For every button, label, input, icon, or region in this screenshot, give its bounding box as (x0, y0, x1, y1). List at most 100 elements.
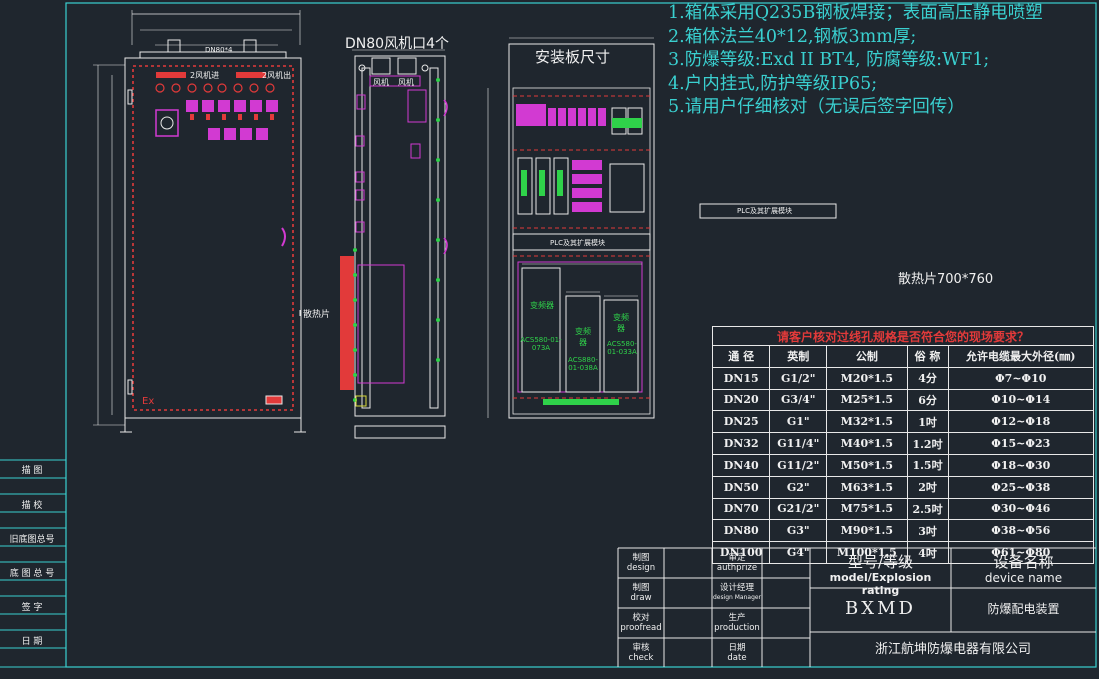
table-cell: G21/2" (769, 497, 828, 521)
table-cell: 2吋 (906, 475, 949, 499)
tb-design-manager-cn: 设计经理 (719, 583, 754, 593)
tb-draw-en: draw (630, 593, 652, 603)
tb-proofread-en: proofread (620, 623, 662, 633)
table-cell: Φ18~Φ30 (947, 453, 1095, 477)
tb-design-en: design (626, 563, 656, 573)
tb-model-value: BXMD (845, 598, 916, 619)
heatsink-size-label: 散热片700*760 (898, 272, 994, 287)
table-cell: G3" (769, 519, 828, 543)
tb-model-cn: 型号/等级 (847, 553, 914, 571)
dn80-front-label: DN80*4 (205, 46, 233, 54)
table-cell: 1.5吋 (906, 453, 949, 477)
fan-out-label: 2风机出 (262, 71, 292, 80)
table-cell: M100*1.5 (826, 541, 908, 564)
tb-design-cn: 制图 (632, 553, 650, 563)
fan-outlets-label: DN80风机口4个 (345, 36, 449, 52)
table-cell: M63*1.5 (826, 475, 908, 499)
note-3: 3.防爆等级:Exd II BT4, 防腐等级:WF1; (668, 50, 990, 70)
table-cell: 1吋 (906, 410, 949, 434)
side-label-trace: 描 图 (21, 466, 43, 476)
spec-warning: 请客户核对过线孔规格是否符合您的现场要求？ (712, 326, 1094, 346)
tb-production-cn: 生产 (728, 613, 746, 623)
ex-mark: Ex (142, 396, 155, 407)
note-4: 4.户内挂式,防护等级IP65; (668, 73, 878, 94)
drawing-frame (65, 2, 1097, 668)
mounting-plate-label: 安装板尺寸 (535, 48, 611, 66)
tb-design-manager-en: design Manager (712, 594, 762, 601)
tb-authorize-cn: 审定 (728, 553, 746, 563)
table-cell: DN50 (711, 475, 771, 499)
table-cell: M32*1.5 (826, 410, 908, 434)
tb-draw-cn: 制图 (632, 583, 650, 593)
table-cell: 1.2吋 (906, 432, 949, 455)
cable-entry-spec-table: 请客户核对过线孔规格是否符合您的现场要求？ 通 径 英制 公制 俗 称 允许电缆… (711, 326, 1095, 564)
table-cell: DN40 (711, 453, 771, 477)
tb-company: 浙江航坤防爆电器有限公司 (874, 642, 1031, 657)
tb-proofread-cn: 校对 (632, 613, 650, 623)
heatsink-label: 散热片 (303, 310, 331, 320)
tb-device-value: 防爆配电装置 (987, 602, 1060, 616)
side-label-base: 底 图 总 号 (9, 569, 55, 579)
spec-header: 允许电缆最大外径(㎜) (947, 345, 1095, 368)
table-cell: G11/2" (769, 453, 828, 477)
spec-header: 俗 称 (906, 345, 949, 368)
vfd1-model: ACS580-01-073A (520, 336, 562, 352)
table-cell: Φ25~Φ38 (947, 475, 1095, 499)
heatsink-fin (340, 256, 354, 390)
table-cell: G1/2" (769, 366, 828, 390)
tb-date-cn: 日期 (728, 643, 746, 653)
spec-header: 公制 (826, 345, 908, 368)
table-cell: 4吋 (906, 541, 949, 564)
tb-date-en: date (727, 653, 747, 663)
tb-device-cn: 设备名称 (993, 553, 1054, 571)
fan2-label: 风机 (398, 78, 414, 87)
table-cell: M25*1.5 (826, 388, 908, 412)
table-cell: DN15 (711, 366, 771, 390)
spec-header: 英制 (769, 345, 828, 368)
table-cell: Φ38~Φ56 (947, 519, 1095, 543)
table-cell: 4分 (906, 366, 949, 390)
tb-device-en: device name (984, 571, 1063, 585)
vfd2-label: 变频器 (575, 327, 591, 347)
vfd3-model: ACS580-01-033A (607, 340, 637, 356)
table-cell: Φ12~Φ18 (947, 410, 1095, 434)
tb-authorize-en: authprize (716, 563, 758, 573)
table-cell: M40*1.5 (826, 432, 908, 455)
mounting-plate-view (487, 37, 655, 419)
note-2: 2.箱体法兰40*12,钢板3mm厚; (668, 26, 917, 47)
side-label-date: 日 期 (21, 637, 43, 647)
table-cell: Φ15~Φ23 (947, 432, 1095, 455)
note-5: 5.请用户仔细核对（无误后签字回传） (668, 97, 965, 117)
table-cell: M20*1.5 (826, 366, 908, 390)
technical-notes: 1.箱体采用Q235B钢板焊接；表面高压静电喷塑 2.箱体法兰40*12,钢板3… (668, 2, 1043, 120)
table-cell: DN20 (711, 388, 771, 412)
vfd3-label: 变频器 (613, 313, 629, 333)
table-cell: G3/4" (769, 388, 828, 412)
table-cell: 3吋 (906, 519, 949, 543)
table-cell: G11/4" (769, 432, 828, 455)
plc-box-label-top: PLC及其扩展模块 (737, 207, 793, 215)
side-table (0, 459, 66, 649)
table-cell: M50*1.5 (826, 453, 908, 477)
spec-header: 通 径 (711, 345, 771, 368)
table-cell: M75*1.5 (826, 497, 908, 521)
table-cell: M90*1.5 (826, 519, 908, 543)
tb-check-cn: 审核 (632, 643, 650, 653)
tb-production-en: production (714, 623, 760, 633)
